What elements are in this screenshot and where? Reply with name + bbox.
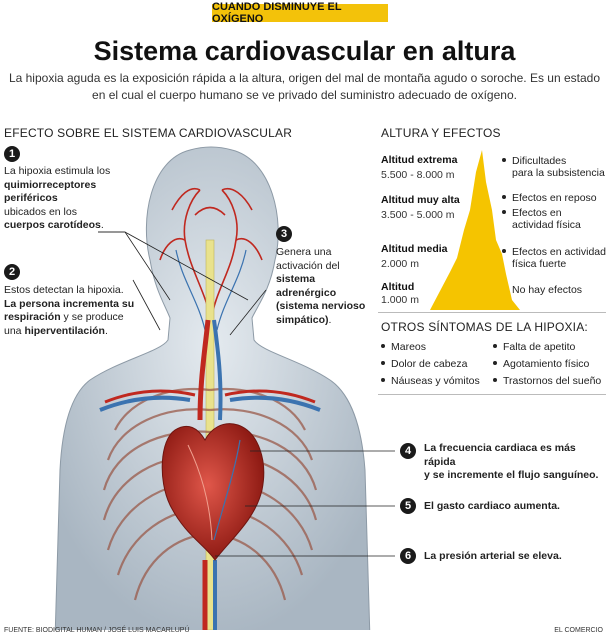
symptom-item: Mareos bbox=[381, 341, 426, 353]
symptom-item: Trastornos del sueño bbox=[493, 375, 601, 387]
effect-low: No hay efectos bbox=[512, 284, 583, 296]
heart bbox=[161, 423, 265, 561]
step-4-text: La frecuencia cardiaca es más rápida y s… bbox=[424, 442, 599, 481]
altitude-medium-range: 2.000 m bbox=[381, 258, 419, 270]
step-5-number: 5 bbox=[400, 498, 416, 514]
left-heading: EFECTO SOBRE EL SISTEMA CARDIOVASCULAR bbox=[4, 126, 293, 140]
divider bbox=[378, 394, 606, 395]
altitude-low-label: Altitud bbox=[381, 281, 415, 293]
step-1-text: La hipoxia estimula los quimiorreceptore… bbox=[4, 165, 111, 231]
step-2-number: 2 bbox=[4, 264, 20, 280]
symptom-item: Dolor de cabeza bbox=[381, 358, 467, 370]
step-6-text: La presión arterial se eleva. bbox=[424, 550, 562, 562]
step-3-number: 3 bbox=[276, 226, 292, 242]
altitude-mountain bbox=[430, 150, 520, 310]
altitude-extreme-label: Altitud extrema bbox=[381, 154, 458, 166]
divider bbox=[378, 312, 606, 313]
altitude-very-high-label: Altitud muy alta bbox=[381, 194, 460, 206]
intro-text: La hipoxia aguda es la exposición rápida… bbox=[8, 71, 601, 102]
effect-medium: Efectos en actividad física fuerte bbox=[502, 246, 606, 270]
leader-lines bbox=[98, 231, 395, 557]
anatomy-illustration bbox=[54, 146, 395, 630]
effect-extreme: Dificultades para la subsistencia bbox=[502, 155, 605, 179]
symptom-item: Agotamiento físico bbox=[493, 358, 589, 370]
step-3-text: Genera una activación del sistema adrené… bbox=[276, 246, 366, 326]
kicker-badge: CUANDO DISMINUYE EL OXÍGENO bbox=[212, 1, 388, 25]
head-arteries bbox=[159, 188, 263, 321]
symptom-item: Náuseas y vómitos bbox=[381, 375, 480, 387]
step-2-text: Estos detectan la hipoxia. La persona in… bbox=[4, 284, 135, 337]
step-4-number: 4 bbox=[400, 443, 416, 459]
right-heading: ALTURA Y EFECTOS bbox=[381, 126, 501, 140]
great-vessels bbox=[99, 319, 321, 630]
symptom-item: Falta de apetito bbox=[493, 341, 575, 353]
footer-brand: EL COMERCIO bbox=[554, 627, 603, 634]
effect-very-high: Efectos en reposo Efectos en actividad f… bbox=[502, 192, 597, 231]
footer-source: FUENTE: BIODIGITAL HUMAN / JOSÉ LUIS MAC… bbox=[4, 627, 190, 634]
step-6-number: 6 bbox=[400, 548, 416, 564]
step-5-text: El gasto cardiaco aumenta. bbox=[424, 500, 560, 512]
altitude-extreme-range: 5.500 - 8.000 m bbox=[381, 169, 455, 181]
symptoms-heading: OTROS SÍNTOMAS DE LA HIPOXIA: bbox=[381, 320, 588, 334]
head-veins bbox=[175, 249, 247, 331]
altitude-low-range: 1.000 m bbox=[381, 294, 419, 306]
step-1-number: 1 bbox=[4, 146, 20, 162]
altitude-medium-label: Altitud media bbox=[381, 243, 448, 255]
page-title: Sistema cardiovascular en altura bbox=[93, 36, 516, 66]
altitude-very-high-range: 3.500 - 5.000 m bbox=[381, 209, 455, 221]
